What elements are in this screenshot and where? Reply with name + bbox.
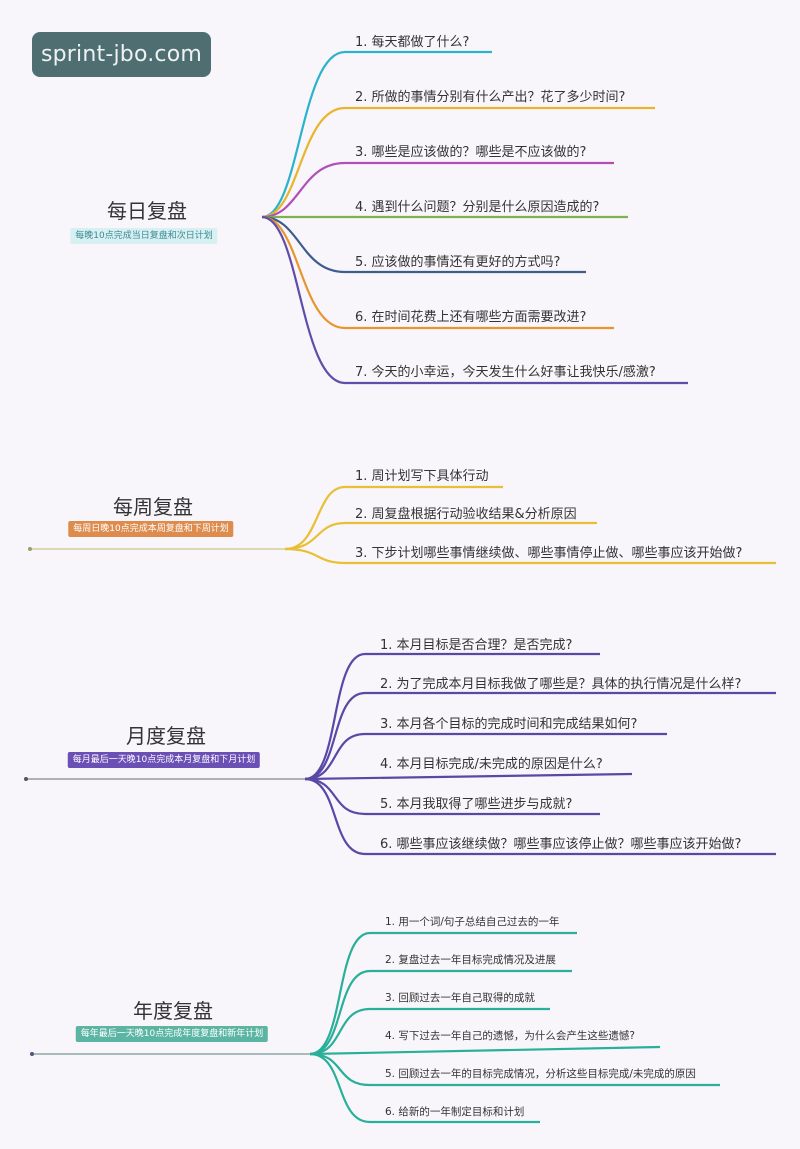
branch-item[interactable]: 3. 下步计划哪些事情继续做、哪些事情停止做、哪些事应该开始做?: [355, 546, 743, 561]
root-node-title[interactable]: 每周复盘: [113, 495, 193, 519]
branch-item[interactable]: 4. 写下过去一年自己的遗憾，为什么会产生这些遗憾?: [385, 1030, 635, 1042]
branch-line: [304, 732, 667, 781]
branch-item[interactable]: 2. 为了完成本月目标我做了哪些是？具体的执行情况是什么样?: [380, 677, 742, 692]
branch-item[interactable]: 6. 哪些事应该继续做？哪些事应该停止做？哪些事应该开始做?: [380, 837, 742, 852]
branch-line: [304, 652, 600, 781]
branch-item[interactable]: 3. 回顾过去一年自己取得的成就: [385, 992, 535, 1004]
branch-line: [309, 1052, 720, 1087]
daily-branches: [261, 50, 688, 385]
branch-line: [309, 1007, 550, 1056]
monthly-root-dot: [24, 777, 28, 781]
root-node-title[interactable]: 月度复盘: [126, 724, 206, 748]
branch-line: [261, 215, 586, 274]
branch-line: [304, 691, 776, 781]
branch-line: [261, 106, 655, 219]
root-node-subtitle: 每年最后一天晚10点完成年度复盘和新年计划: [75, 1026, 269, 1042]
branch-item[interactable]: 1. 用一个词/句子总结自己过去的一年: [385, 916, 560, 928]
yearly-branches: [309, 931, 720, 1124]
branch-item[interactable]: 1. 每天都做了什么?: [355, 35, 470, 50]
yearly-root-dot: [30, 1052, 34, 1056]
branch-line: [309, 1045, 661, 1056]
branch-line: [304, 772, 633, 781]
branch-line: [284, 547, 776, 565]
branch-item[interactable]: 5. 本月我取得了哪些进步与成就?: [380, 797, 573, 812]
branch-item[interactable]: 2. 周复盘根据行动验收结果&分析原因: [355, 507, 577, 522]
branch-line: [304, 777, 600, 816]
branch-line: [309, 969, 572, 1056]
branch-item[interactable]: 4. 遇到什么问题？分别是什么原因造成的?: [355, 200, 600, 215]
branch-line: [261, 50, 492, 219]
branch-item[interactable]: 3. 哪些是应该做的？哪些是不应该做的?: [355, 145, 587, 160]
branch-item[interactable]: 6. 给新的一年制定目标和计划: [385, 1106, 525, 1118]
branch-line: [261, 215, 614, 330]
root-node-subtitle: 每晚10点完成当日复盘和次日计划: [70, 228, 218, 244]
branch-item[interactable]: 2. 所做的事情分别有什么产出？花了多少时间?: [355, 90, 626, 105]
branch-line: [309, 931, 577, 1056]
branch-line: [309, 1052, 540, 1124]
branch-line: [284, 521, 597, 551]
branch-item[interactable]: 5. 应该做的事情还有更好的方式吗?: [355, 255, 561, 270]
branch-item[interactable]: 1. 本月目标是否合理？是否完成?: [380, 638, 573, 653]
branch-item[interactable]: 6. 在时间花费上还有哪些方面需要改进?: [355, 310, 587, 325]
weekly-branches: [284, 485, 776, 565]
branch-line: [284, 485, 503, 551]
branch-line: [304, 777, 776, 856]
branch-line: [261, 215, 688, 385]
branch-item[interactable]: 1. 周计划写下具体行动: [355, 469, 489, 484]
watermark-badge: sprint-jbo.com: [32, 32, 211, 77]
root-node-subtitle: 每月最后一天晚10点完成本月复盘和下月计划: [67, 752, 261, 768]
root-node-title[interactable]: 每日复盘: [107, 199, 187, 223]
root-node-title[interactable]: 年度复盘: [133, 999, 213, 1023]
branch-item[interactable]: 2. 复盘过去一年目标完成情况及进展: [385, 954, 556, 966]
root-node-subtitle: 每周日晚10点完成本周复盘和下周计划: [68, 521, 234, 537]
branch-item[interactable]: 7. 今天的小幸运，今天发生什么好事让我快乐/感激?: [355, 365, 656, 380]
branch-item[interactable]: 5. 回顾过去一年的目标完成情况，分析这些目标完成/未完成的原因: [385, 1068, 696, 1080]
branch-line: [261, 161, 614, 219]
weekly-root-dot: [28, 547, 32, 551]
branch-item[interactable]: 3. 本月各个目标的完成时间和完成结果如何?: [380, 717, 638, 732]
monthly-branches: [304, 652, 776, 856]
branch-item[interactable]: 4. 本月目标完成/未完成的原因是什么?: [380, 757, 603, 772]
